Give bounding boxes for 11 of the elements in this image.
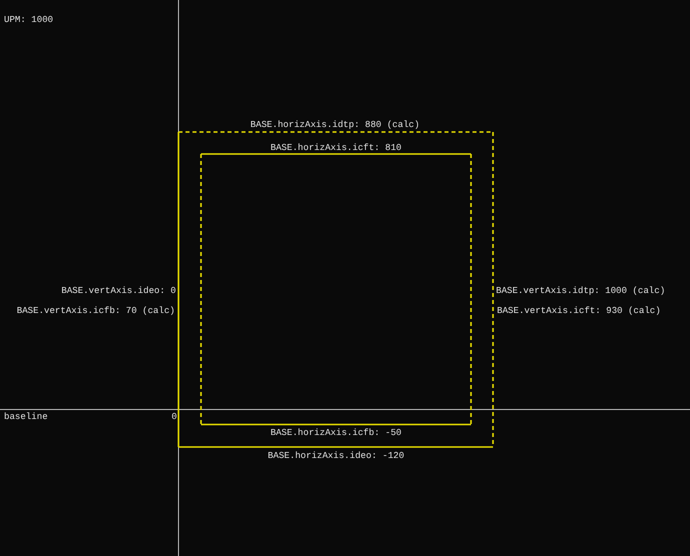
metric-label: BASE.vertAxis.icft: 930 (calc) bbox=[497, 304, 661, 316]
metric-label: BASE.vertAxis.idtp: 1000 (calc) bbox=[496, 284, 666, 296]
metric-label: BASE.horizAxis.ideo: -120 bbox=[268, 450, 404, 460]
metric-label: BASE.vertAxis.icfb: 70 (calc) bbox=[16, 304, 175, 316]
metric-label: BASE.horizAxis.idtp: 880 (calc) bbox=[250, 118, 420, 130]
baseline-label: baseline bbox=[4, 410, 48, 422]
metric-label: BASE.vertAxis.ideo: 0 bbox=[61, 284, 176, 296]
metric-label: BASE.horizAxis.icfb: -50 bbox=[270, 426, 402, 438]
metric-label: BASE.horizAxis.icft: 810 bbox=[270, 142, 402, 152]
axis-value-label: 0 bbox=[172, 410, 177, 422]
units-per-em-label: UPM: 1000 bbox=[4, 14, 54, 24]
